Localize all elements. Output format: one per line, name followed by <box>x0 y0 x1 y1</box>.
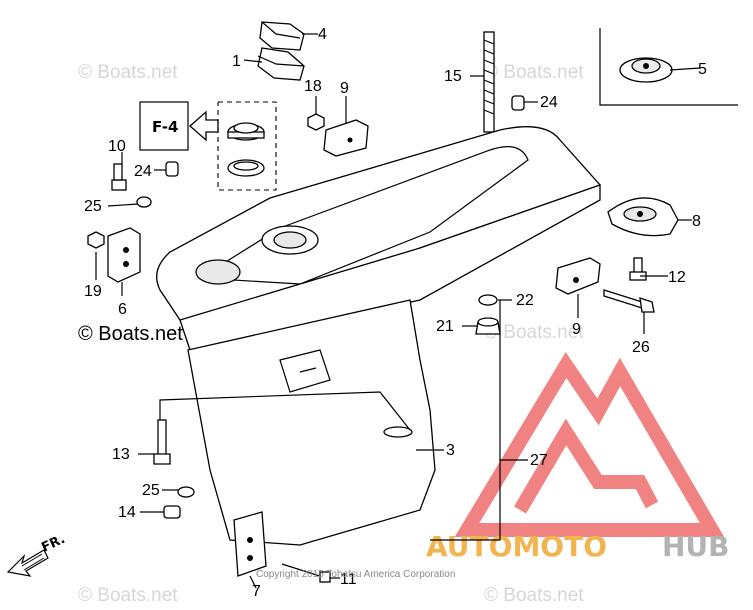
callout-22: 22 <box>516 292 534 309</box>
front-arrow-icon <box>6 549 49 577</box>
callout-7: 7 <box>252 583 261 600</box>
copyright-text: Copyright 2015 Tohatsu America Corporati… <box>256 569 455 580</box>
callout-8: 8 <box>692 213 701 230</box>
bearing-icon <box>227 122 265 141</box>
part-14-plug <box>163 505 181 519</box>
watermark-bottom-right: © Boats.net <box>484 585 584 606</box>
callout-4: 4 <box>318 26 327 43</box>
part-25-washer-top <box>136 196 152 208</box>
watermark-bottom-left: © Boats.net <box>78 585 178 606</box>
part-13-bolt <box>153 419 171 465</box>
callout-1: 1 <box>232 53 241 70</box>
callout-6: 6 <box>118 301 127 318</box>
callout-12: 12 <box>668 269 686 286</box>
part-9-plate-right <box>555 257 601 295</box>
part-6-bracket <box>107 227 141 283</box>
callout-18: 18 <box>304 78 322 95</box>
callout-26: 26 <box>632 339 650 356</box>
part-5-drawing <box>619 57 673 83</box>
callout-15: 15 <box>444 68 462 85</box>
part-4-drawing <box>259 21 305 51</box>
watermark-mid-right: © Boats.net <box>484 322 584 343</box>
part-24-pin-left <box>165 161 179 177</box>
callout-13: 13 <box>112 446 130 463</box>
leader-lines <box>95 33 701 589</box>
callout-21: 21 <box>436 318 454 335</box>
logo-text-automoto: AUTOMOTO <box>426 530 607 563</box>
part-7-plate <box>233 511 267 577</box>
f4-label: F-4 <box>152 118 178 136</box>
part-15-stud <box>483 31 495 133</box>
gear-case-housing <box>156 126 602 546</box>
logo-triangle-icon <box>454 352 725 537</box>
callout-3: 3 <box>446 442 455 459</box>
callout-9-right: 9 <box>572 321 581 338</box>
callout-numbers: 4 1 5 15 24 18 9 10 24 25 8 12 19 6 22 2… <box>84 26 707 600</box>
part-12-bolt <box>629 257 647 281</box>
callout-24-left: 24 <box>134 163 152 180</box>
part-8-drawing <box>607 197 679 237</box>
part-26-bolt <box>603 289 655 313</box>
part-1-drawing <box>257 47 305 81</box>
part-11-screw <box>281 563 331 583</box>
part-25-washer-bottom <box>177 486 195 498</box>
callout-27: 27 <box>530 452 548 469</box>
callout-19: 19 <box>84 283 102 300</box>
callout-5: 5 <box>698 61 707 78</box>
part-21-grommet <box>475 317 501 335</box>
part-19-nut <box>87 231 105 249</box>
callout-25-top: 25 <box>84 198 102 215</box>
part-10-bolt <box>111 163 127 191</box>
callout-25-bottom: 25 <box>142 482 160 499</box>
watermark-top-right: © Boats.net <box>484 62 584 83</box>
part-18-nut <box>307 113 325 131</box>
automotohub-logo: AUTOMOTO HUB <box>426 352 730 563</box>
callout-14: 14 <box>118 504 136 521</box>
front-direction: FR. <box>6 532 68 577</box>
callout-10: 10 <box>108 138 126 155</box>
watermark-main: © Boats.net <box>78 323 183 345</box>
part-24-pin-top <box>511 95 525 111</box>
part-5-box <box>599 28 738 106</box>
f4-reference: F-4 <box>139 101 277 191</box>
logo-text-hub: HUB <box>662 530 730 563</box>
part-9-plate-top <box>323 119 369 157</box>
callout-9-top: 9 <box>340 80 349 97</box>
part-22-washer <box>478 294 498 306</box>
front-label: FR. <box>39 532 67 556</box>
callout-24-top: 24 <box>540 94 558 111</box>
snap-ring-icon <box>227 159 265 177</box>
watermark-top-left: © Boats.net <box>78 62 178 83</box>
callout-11: 11 <box>340 571 357 588</box>
